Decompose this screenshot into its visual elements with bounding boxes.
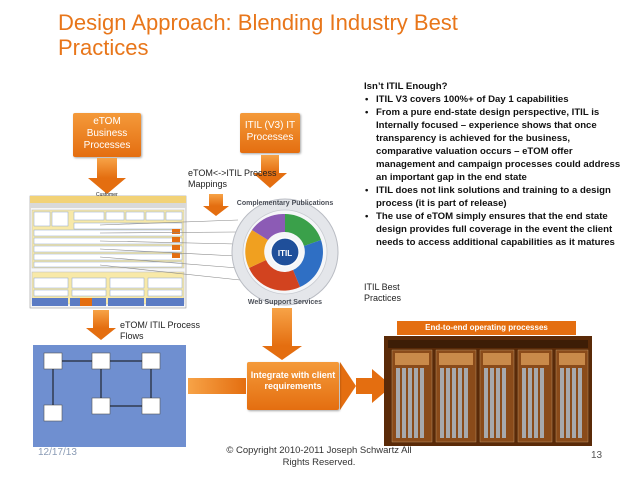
flows-label: eTOM/ ITIL Process Flows: [120, 320, 201, 341]
wheel-bottom-label: Web Support Services: [248, 299, 322, 306]
itil-bullet: From a pure end-state design perspective…: [364, 106, 626, 184]
customer-label: Customer: [96, 192, 118, 198]
itil-bullet-text: From a pure end-state design perspective…: [376, 107, 621, 183]
integration-arrow: [188, 362, 392, 410]
itil-bullet: The use of eTOM simply ensures that the …: [364, 210, 626, 249]
process-flow-diagram: [33, 345, 186, 447]
itil-lifecycle-wheel: [231, 198, 339, 306]
end-to-end-label: End-to-end operating processes: [397, 321, 576, 335]
mapping-label: eTOM<->ITIL Process Mappings: [188, 168, 277, 189]
operating-processes-diagram: [384, 336, 592, 446]
etom-down-arrow: [88, 158, 126, 194]
etom-framework-diagram: [29, 195, 187, 309]
integrate-requirements-box: Integrate with client requirements: [247, 362, 339, 410]
itil-v3-it-processes-box: ITIL (V3) IT Processes: [240, 113, 300, 153]
flows-down-arrow: [86, 310, 116, 340]
wheel-down-arrow: [262, 308, 302, 360]
itil-down-arrow: [253, 155, 287, 188]
footer-copyright: © Copyright 2010-2011 Joseph Schwartz Al…: [226, 445, 412, 468]
itil-heading: Isn’t ITIL Enough?: [364, 81, 448, 92]
itil-text-block: Isn’t ITIL Enough? ITIL V3 covers 100%+ …: [364, 80, 626, 249]
page-number: 13: [591, 450, 603, 461]
itil-wheel-center-label: ITIL: [278, 249, 292, 258]
wheel-top-label: Complementary Publications: [237, 200, 334, 207]
itil-best-practices-label: ITIL Best Practices: [364, 282, 402, 303]
etom-business-processes-box: eTOM Business Processes: [73, 113, 141, 157]
itil-bullet: ITIL V3 covers 100%+ of Day 1 capabiliti…: [364, 93, 626, 106]
mapping-arrow: [203, 194, 229, 216]
itil-bullet-list: ITIL V3 covers 100%+ of Day 1 capabiliti…: [364, 93, 626, 249]
slide-title: Design Approach: Blending Industry Best …: [58, 10, 458, 60]
footer-date: 12/17/13: [38, 447, 77, 458]
grid-to-wheel-arrows: [99, 219, 241, 281]
itil-bullet: ITIL does not link solutions and trainin…: [364, 184, 626, 210]
